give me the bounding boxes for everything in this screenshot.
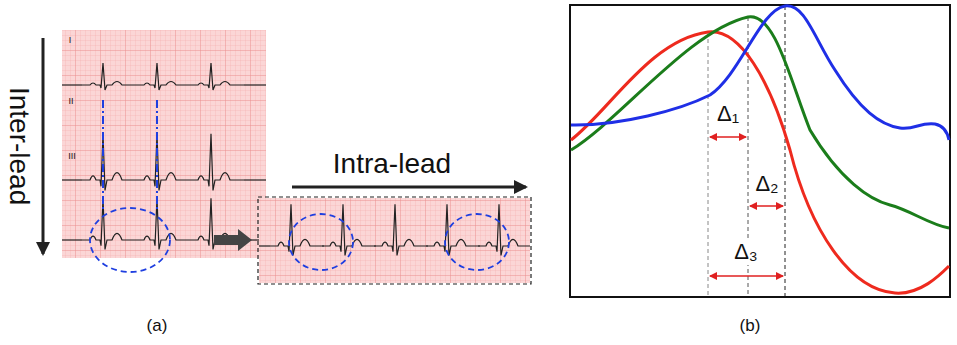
blue-curve	[571, 6, 949, 140]
direction-arrow	[292, 186, 526, 189]
dashed-circle	[289, 214, 353, 270]
delta-label: Δ₂	[753, 171, 780, 196]
direction-arrow	[42, 38, 45, 254]
block-arrow	[214, 229, 252, 251]
lead-name: III	[68, 151, 76, 161]
alignment-line	[103, 100, 157, 212]
green-curve	[571, 17, 949, 228]
delta-label: Δ₁	[715, 101, 741, 126]
lead-name: II	[68, 96, 73, 106]
ecg-strip	[258, 197, 532, 284]
panel-caption: (b)	[740, 316, 761, 336]
red-curve	[571, 32, 949, 293]
lead-name: I	[69, 35, 72, 45]
delta-arrow	[710, 137, 783, 276]
dashed-circle	[445, 214, 509, 270]
axis-label: Inter-lead	[3, 87, 35, 205]
plot-frame	[570, 5, 950, 297]
panel-caption: (a)	[147, 316, 168, 336]
dashed-circle	[90, 208, 170, 272]
ecg-sheet	[62, 30, 266, 258]
delta-label: Δ₃	[732, 239, 760, 264]
axis-label: Intra-lead	[333, 148, 451, 180]
